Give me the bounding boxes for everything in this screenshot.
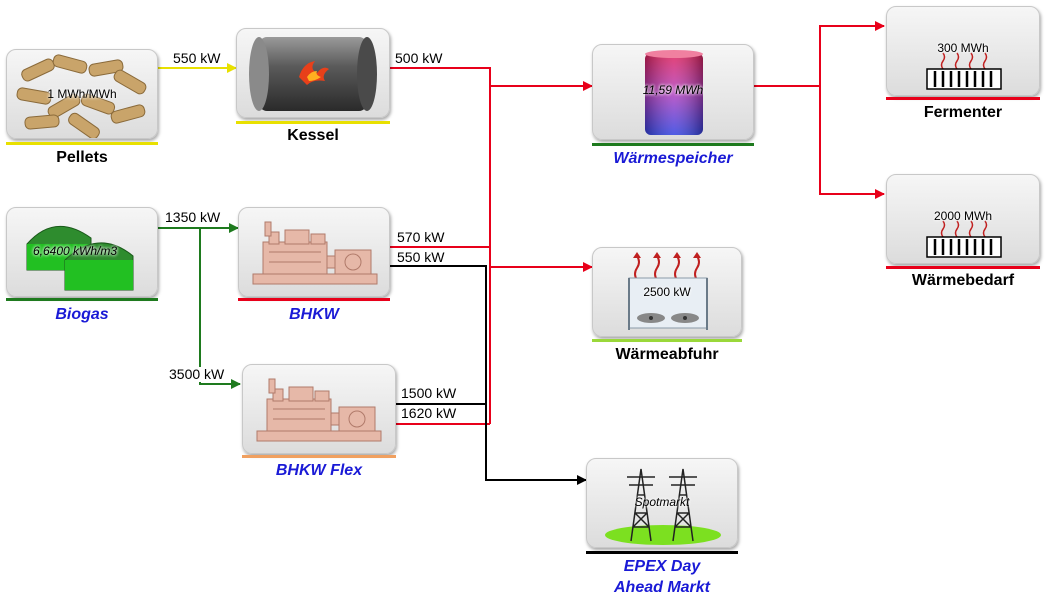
wire-to-waermebedarf — [819, 86, 885, 199]
pellets-value: 1 MWh/MWh — [47, 87, 117, 101]
wire-bhkw-power — [390, 265, 587, 485]
bhkw-underline — [238, 298, 390, 301]
heat-storage-tank-icon — [645, 50, 703, 135]
wire-biogas-flex — [199, 228, 241, 389]
boiler-flame-icon — [249, 37, 377, 111]
waermebedarf-title: Wärmebedarf — [911, 272, 1015, 289]
waermebedarf-underline — [886, 266, 1040, 269]
radiator-icon — [926, 52, 1002, 90]
epex-title-line1: EPEX Day — [623, 558, 701, 575]
chp-engine-icon — [256, 378, 382, 442]
fermenter-value: 300 MWh — [937, 41, 989, 55]
bhkw-flex-node[interactable] — [242, 364, 396, 454]
abfuhr-value: 2500 kW — [643, 285, 691, 299]
biogas-node[interactable]: 6,6400 kWh/m3 — [6, 207, 158, 297]
biogas-underline — [6, 298, 158, 301]
chp-engine-icon — [252, 221, 378, 285]
abfuhr-underline — [592, 339, 742, 342]
bhkw-flex-underline — [242, 455, 396, 458]
bhkw-flex-title: BHKW Flex — [275, 462, 363, 479]
waermebedarf-value: 2000 MWh — [933, 209, 993, 223]
flow-label-flex-power: 1500 kW — [400, 385, 458, 401]
speicher-underline — [592, 143, 754, 146]
fermenter-underline — [886, 97, 1040, 100]
power-pylon-icon — [605, 468, 721, 545]
bhkw-node[interactable] — [238, 207, 390, 297]
biogas-digester-icon — [26, 225, 134, 291]
pellets-underline — [6, 142, 158, 145]
fermenter-title: Fermenter — [923, 104, 1003, 121]
abfuhr-node[interactable]: 2500 kW — [592, 247, 742, 337]
speicher-title: Wärmespeicher — [613, 150, 733, 167]
flow-label-biogas-flex: 3500 kW — [168, 366, 226, 382]
epex-underline — [586, 551, 738, 554]
kessel-title: Kessel — [287, 127, 339, 144]
cooler-fans-icon — [628, 252, 708, 330]
pellets-title: Pellets — [56, 149, 108, 166]
wood-pellets-icon — [16, 54, 147, 138]
kessel-underline — [236, 121, 390, 124]
biogas-title: Biogas — [55, 306, 109, 323]
flow-label-bhkw-power: 550 kW — [396, 249, 446, 265]
epex-node[interactable]: Spotmarkt — [586, 458, 738, 548]
abfuhr-title: Wärmeabfuhr — [615, 346, 719, 363]
pellets-node[interactable]: 1 MWh/MWh — [6, 49, 158, 139]
speicher-value: 11,59 MWh — [642, 83, 704, 97]
flow-label-biogas-bhkw: 1350 kW — [164, 209, 222, 225]
flow-label-flex-heat: 1620 kW — [400, 405, 458, 421]
flow-label-kessel-out: 500 kW — [394, 50, 444, 66]
wire-speicher-out — [754, 21, 885, 87]
flow-label-bhkw-heat: 570 kW — [396, 229, 446, 245]
flow-label-pellets-kessel: 550 kW — [172, 50, 222, 66]
waermebedarf-node[interactable]: 2000 MWh — [886, 174, 1040, 264]
biogas-value: 6,6400 kWh/m3 — [33, 244, 118, 258]
speicher-node[interactable]: 11,59 MWh — [592, 44, 754, 140]
epex-title-line2: Ahead Markt — [613, 579, 711, 596]
radiator-icon — [926, 220, 1002, 258]
fermenter-node[interactable]: 300 MWh — [886, 6, 1040, 96]
kessel-node[interactable] — [236, 28, 390, 118]
wire-kessel-heat — [390, 67, 491, 424]
bhkw-title: BHKW — [289, 306, 339, 323]
epex-value: Spotmarkt — [634, 495, 690, 509]
